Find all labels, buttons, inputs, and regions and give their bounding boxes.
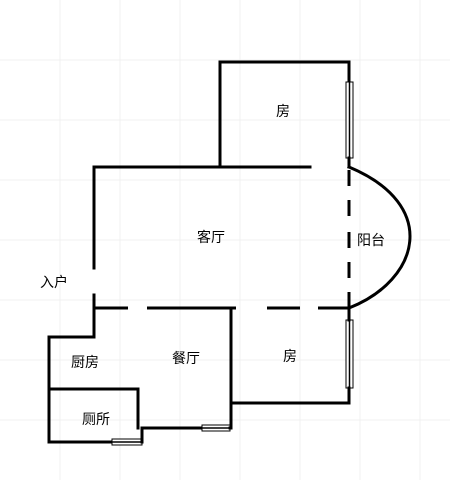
label-living-room: 客厅 xyxy=(197,229,225,246)
label-bedroom-bottom: 房 xyxy=(283,349,297,365)
balcony-curve xyxy=(347,165,412,310)
label-toilet: 厕所 xyxy=(82,412,110,428)
dining-bottom-wall-right xyxy=(228,401,233,430)
dining-bottom-wall-left xyxy=(140,426,204,444)
label-bedroom-top: 房 xyxy=(276,104,290,120)
bedroom-top-walls xyxy=(218,60,351,169)
window-dining xyxy=(201,424,231,432)
window-bottom-right xyxy=(345,319,354,389)
label-balcony: 阳台 xyxy=(357,233,385,249)
label-entrance: 入户 xyxy=(40,274,68,291)
window-top-right xyxy=(345,81,354,159)
label-dining-room: 餐厅 xyxy=(172,351,200,367)
window-toilet xyxy=(111,438,143,446)
label-kitchen: 厨房 xyxy=(71,355,99,371)
